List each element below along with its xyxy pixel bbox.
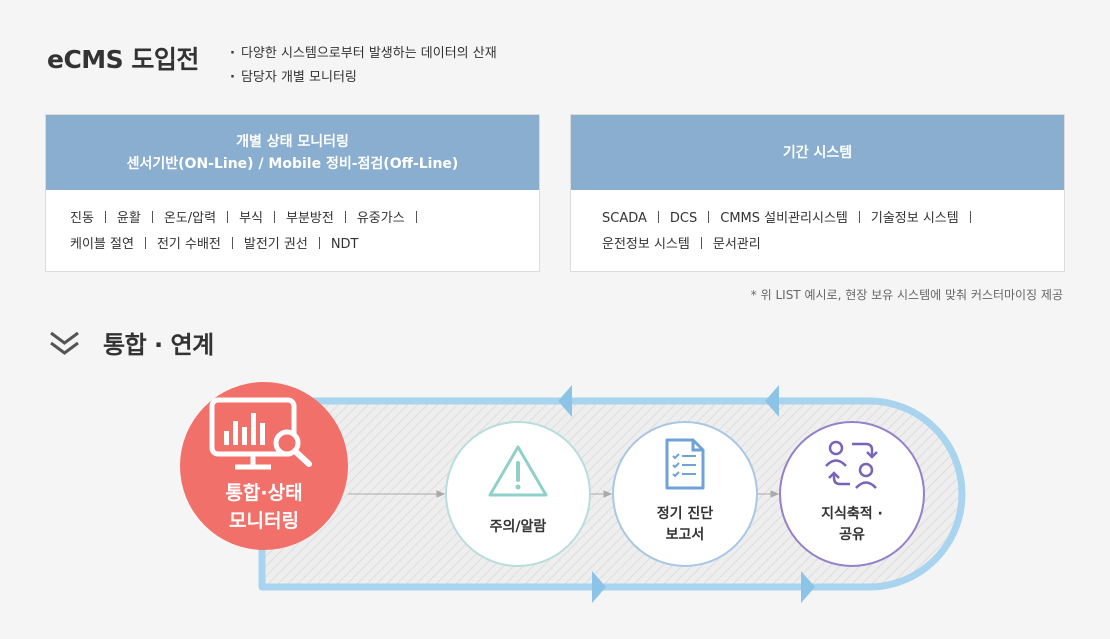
report-label-line2: 보고서 — [665, 527, 705, 543]
divider — [144, 237, 146, 249]
core-systems-header: 기간 시스템 — [571, 115, 1064, 190]
box-title: 기간 시스템 — [782, 144, 853, 161]
divider — [318, 237, 320, 249]
alarm-label: 주의/알람 — [489, 518, 547, 535]
divider — [274, 211, 275, 223]
report-circle: 정기 진단 보고서 — [612, 421, 758, 567]
track-arrow-left — [765, 385, 779, 417]
alarm-circle: 주의/알람 — [445, 421, 591, 567]
divider — [415, 211, 417, 223]
divider — [708, 211, 710, 223]
bullet-item: 담당자 개별 모니터링 — [230, 66, 497, 90]
list-item: 운전정보 시스템 — [602, 237, 690, 252]
track-arrow-left — [558, 385, 572, 417]
divider — [969, 211, 971, 223]
list-item: 온도/압력 — [163, 211, 217, 226]
page-title: eCMS 도입전 — [47, 45, 199, 74]
list-item: DCS — [669, 211, 698, 226]
section-title: 통합 · 연계 — [103, 331, 214, 359]
customization-note: * 위 LIST 예시로, 현장 보유 시스템에 맞춰 커스터마이징 제공 — [750, 288, 1063, 302]
monitor-chart-search-icon — [209, 397, 312, 470]
list-item: 발전기 권선 — [243, 237, 308, 252]
report-document-icon — [665, 438, 705, 490]
knowledge-share-icon — [825, 440, 878, 489]
box-subtitle: 센서기반(ON-Line) / Mobile 정비-점검(Off-Line) — [126, 155, 459, 172]
main-label-line2: 모니터링 — [229, 510, 299, 532]
report-label-line1: 정기 진단 — [656, 506, 714, 522]
divider — [657, 211, 659, 223]
knowledge-label-line2: 공유 — [839, 527, 865, 543]
core-systems-list: SCADA DCS CMMS 설비관리시스템 기술정보 시스템 운전정보 시스템 문서관… — [571, 190, 1064, 258]
divider — [151, 211, 153, 223]
knowledge-circle: 지식축적 · 공유 — [779, 421, 925, 567]
divider — [858, 211, 860, 223]
divider — [227, 211, 229, 223]
track-arrow-right — [801, 571, 815, 603]
list-item: CMMS 설비관리시스템 — [720, 211, 848, 226]
list-item: 부식 — [239, 211, 263, 226]
list-item: 전기 수배전 — [156, 237, 221, 252]
main-label-line1: 통합·상태 — [225, 482, 303, 504]
core-systems-box: 기간 시스템 SCADA DCS CMMS 설비관리시스템 기술정보 시스템 운전정보… — [570, 114, 1065, 272]
list-item: 윤활 — [116, 211, 141, 226]
divider — [700, 237, 702, 249]
connector-arrow — [348, 490, 780, 498]
list-item: 문서관리 — [712, 237, 761, 252]
integrated-monitoring-circle: 통합·상태 모니터링 — [180, 382, 348, 550]
knowledge-label-line1: 지식축적 · — [821, 506, 883, 522]
individual-monitoring-box: 개별 상태 모니터링 센서기반(ON-Line) / Mobile 정비-점검(… — [45, 114, 540, 272]
individual-monitoring-list: 진동 윤활 온도/압력 부식 부분방전 유중가스 케이블 절연 전기 수배전 발전기 권선 ND… — [46, 190, 539, 258]
box-title: 개별 상태 모니터링 — [236, 133, 349, 150]
list-item: 케이블 절연 — [70, 237, 134, 252]
list-item: 진동 — [70, 211, 94, 226]
integration-heading: 통합 · 연계 — [48, 325, 214, 360]
track-arrow-right — [592, 571, 606, 603]
list-item: SCADA — [602, 211, 647, 226]
bullet-item: 다양한 시스템으로부터 발생하는 데이터의 산재 — [230, 42, 497, 66]
individual-monitoring-header: 개별 상태 모니터링 센서기반(ON-Line) / Mobile 정비-점검(… — [46, 115, 539, 190]
list-item: 기술정보 시스템 — [870, 211, 959, 226]
list-item: 유중가스 — [356, 211, 405, 226]
list-item: NDT — [330, 237, 359, 252]
double-chevron-down-icon — [50, 331, 79, 355]
divider — [344, 211, 346, 223]
warning-triangle-icon — [488, 445, 548, 496]
divider — [231, 237, 233, 249]
divider — [104, 211, 106, 223]
list-item: 부분방전 — [286, 211, 334, 226]
intro-bullets: 다양한 시스템으로부터 발생하는 데이터의 산재 담당자 개별 모니터링 — [230, 42, 497, 90]
